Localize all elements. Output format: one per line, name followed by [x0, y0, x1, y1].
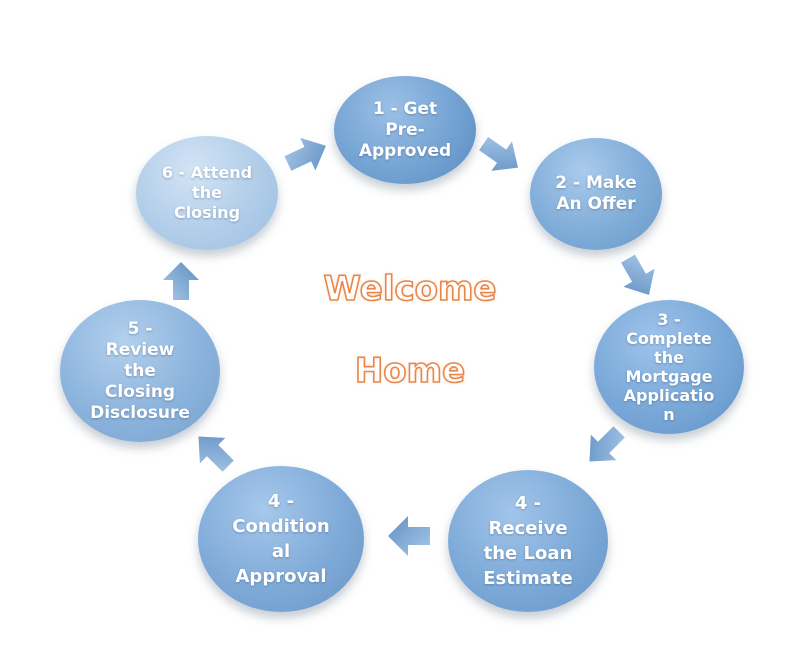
step-4b-label: 4 - Condition al Approval [232, 491, 330, 587]
welcome-home-title: Welcome Home [323, 268, 498, 392]
step-3-label: 3 - Complete the Mortgage Applicatio n [623, 310, 715, 424]
step-4a-node: 4 - Receive the Loan Estimate [448, 470, 608, 612]
step-5-label: 5 - Review the Closing Disclosure [90, 318, 190, 423]
step-4b-node: 4 - Condition al Approval [198, 466, 364, 612]
arrow-icon-4b-to-5 [198, 436, 234, 472]
step-5-node: 5 - Review the Closing Disclosure [60, 300, 220, 442]
step-2-node: 2 - Make An Offer [530, 138, 662, 250]
arrow-icon-3-to-4a [589, 426, 625, 462]
arrow-icon-4a-to-4b [388, 516, 430, 556]
step-1-node: 1 - Get Pre- Approved [334, 76, 476, 184]
arrow-icon-5-to-6 [163, 262, 199, 300]
step-6-node: 6 - Attend the Closing [136, 136, 278, 250]
step-1-label: 1 - Get Pre- Approved [358, 98, 452, 161]
step-2-label: 2 - Make An Offer [555, 173, 637, 214]
arrow-icon-2-to-3 [621, 254, 655, 296]
arrow-icon-1-to-2 [479, 136, 519, 171]
arrow-icon-6-to-1 [284, 137, 326, 171]
step-6-label: 6 - Attend the Closing [161, 163, 253, 222]
step-3-node: 3 - Complete the Mortgage Applicatio n [594, 300, 744, 434]
step-4a-label: 4 - Receive the Loan Estimate [483, 493, 573, 589]
